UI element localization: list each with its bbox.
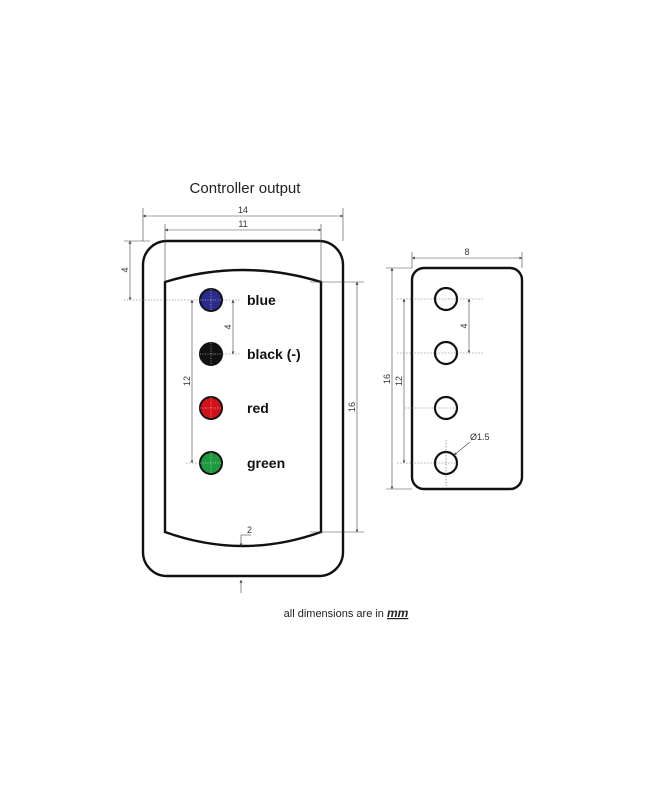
front-outer-outline [141,239,345,578]
led-black-label: black (-) [247,346,301,362]
dim-side-height-label: 16 [382,374,392,384]
dim-side-span-label: 12 [394,376,404,386]
dim-height: 16 [310,281,364,533]
dim-led-spacing: 4 [211,299,240,355]
led-red: red [199,396,269,420]
dim-top-offset-label: 4 [120,267,130,272]
dim-height-label: 16 [347,402,357,412]
units-note: all dimensions are in mm [284,606,409,620]
dim-hole-diameter: Ø1.5 [453,432,490,456]
side-view-outline [410,266,524,491]
dim-bottom-margin: 2 [239,525,252,593]
led-green: green [199,451,285,475]
dim-led-span: 12 [182,299,200,464]
dim-hole-diameter-label: Ø1.5 [470,432,490,442]
front-inner-face [163,268,323,548]
led-green-label: green [247,455,285,471]
dim-side-spacing: 4 [459,298,471,354]
dim-side-width-label: 8 [464,247,469,257]
dim-side-width: 8 [411,247,523,268]
dim-led-span-label: 12 [182,376,192,386]
dim-led-spacing-label: 4 [223,324,233,329]
led-blue-label: blue [247,292,276,308]
dim-side-span: 12 [394,298,406,464]
diagram-title: Controller output [190,180,302,197]
dim-width-inner-label: 11 [238,219,247,229]
units-note-text: all dimensions are in [284,608,387,620]
dim-side-spacing-label: 4 [459,323,469,328]
dim-width-inner: 11 [164,219,322,282]
dim-width-outer-label: 14 [238,205,248,215]
led-black: black (-) [199,342,301,366]
units-note-unit: mm [387,606,409,620]
dim-top-offset: 4 [120,240,200,301]
dim-width-outer: 14 [142,205,344,241]
led-red-label: red [247,400,269,416]
dim-bottom-margin-label: 2 [247,525,252,535]
dim-side-height: 16 [382,267,412,490]
